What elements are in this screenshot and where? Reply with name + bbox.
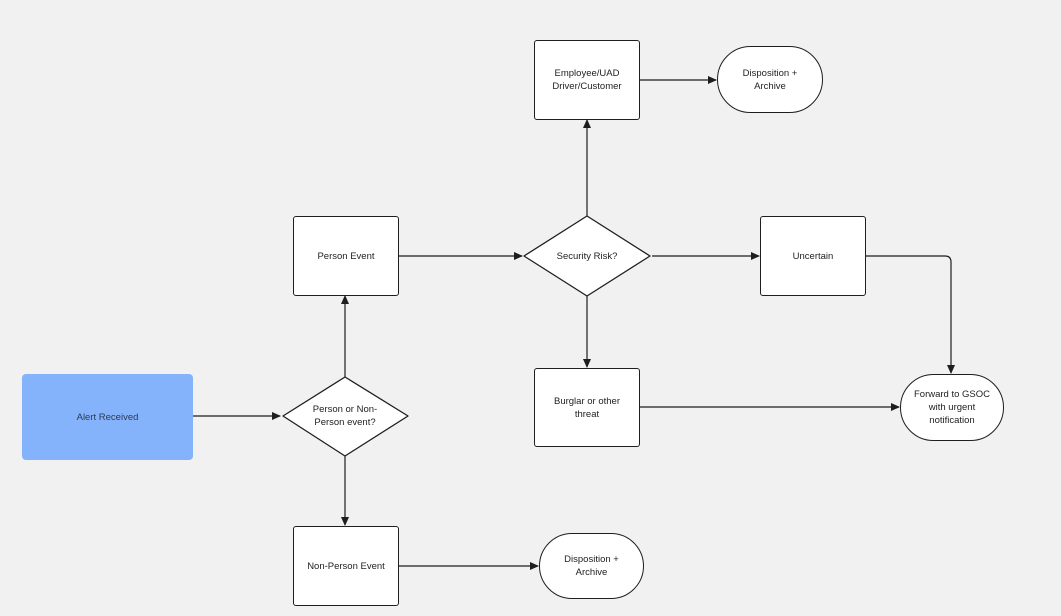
uncertain-label: Uncertain — [792, 250, 834, 262]
burglar-threat-node[interactable]: Burglar or other threat — [534, 368, 640, 447]
alert-received-label: Alert Received — [76, 411, 139, 423]
disposition-archive-bottom-label: Disposition + Archive — [564, 554, 619, 578]
forward-gsoc-label: Forward to GSOC with urgent notification — [913, 389, 991, 426]
forward-gsoc-node[interactable]: Forward to GSOC with urgent notification — [900, 374, 1004, 441]
decision-security-risk[interactable]: Security Risk? — [535, 243, 639, 269]
burglar-threat-label: Burglar or other threat — [553, 395, 620, 420]
decision-person-or-non-person-shape — [282, 376, 409, 457]
employee-uad-node[interactable]: Employee/UAD Driver/Customer — [534, 40, 640, 120]
decision-security-risk-label: Security Risk? — [556, 250, 618, 262]
uncertain-node[interactable]: Uncertain — [760, 216, 866, 296]
disposition-archive-bottom-node[interactable]: Disposition + Archive — [539, 533, 644, 599]
employee-uad-label: Employee/UAD Driver/Customer — [552, 68, 622, 92]
alert-received-node[interactable]: Alert Received — [22, 374, 193, 460]
non-person-event-node[interactable]: Non-Person Event — [293, 526, 399, 606]
decision-person-or-non-person[interactable]: Person or Non- Person event? — [293, 396, 397, 436]
person-event-label: Person Event — [317, 250, 375, 262]
disposition-archive-top-label: Disposition + Archive — [742, 67, 798, 92]
decision-security-risk-shape — [523, 215, 651, 297]
disposition-archive-top-node[interactable]: Disposition + Archive — [717, 46, 823, 113]
connector-uncertain-to-forward — [866, 255, 955, 374]
person-event-node[interactable]: Person Event — [293, 216, 399, 296]
non-person-event-label: Non-Person Event — [307, 560, 385, 572]
decision-person-or-non-person-label: Person or Non- Person event? — [312, 404, 378, 428]
